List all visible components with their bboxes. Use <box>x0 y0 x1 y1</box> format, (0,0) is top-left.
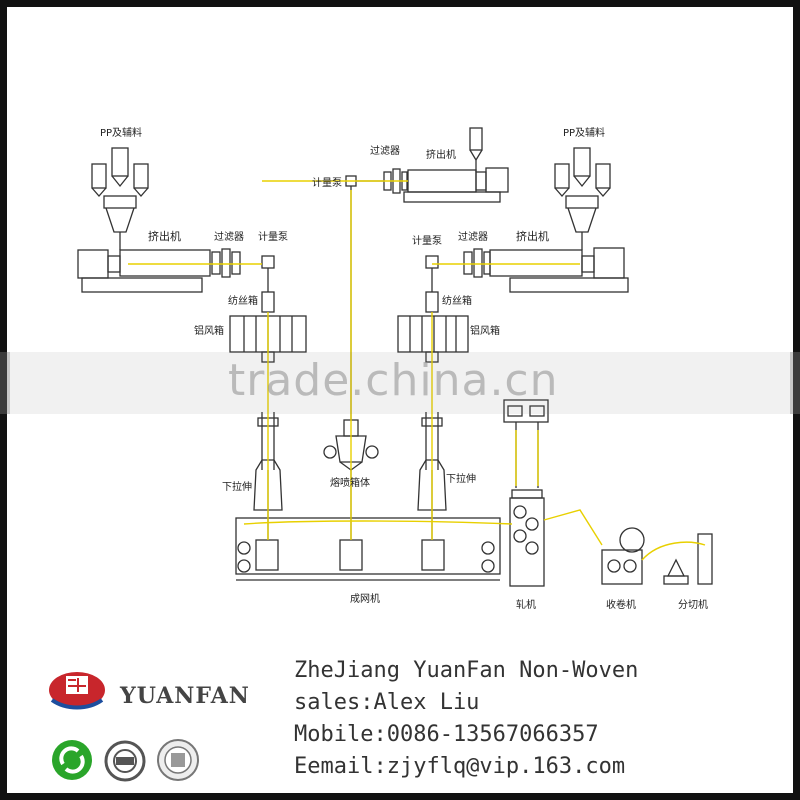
right-pump <box>425 255 439 292</box>
left-spin-beam <box>261 291 275 313</box>
material-path <box>128 180 706 561</box>
right-quench-box <box>397 315 469 363</box>
calender <box>503 399 549 587</box>
label-calender: 轧机 <box>516 598 536 611</box>
label-filter-left: 过滤器 <box>214 230 244 243</box>
label-filter-top: 过滤器 <box>370 144 400 157</box>
left-pump <box>261 255 275 292</box>
process-diagram: PP及辅料 挤出机 过滤器 计量泵 纺丝箱 铝风箱 下拉伸 过滤器 挤出机 计量… <box>77 126 713 611</box>
label-meltblown: 熔喷箱体 <box>330 476 370 489</box>
label-pp-right: PP及辅料 <box>563 126 605 139</box>
slitter <box>663 533 713 585</box>
yuanfan-logo-icon <box>49 672 105 710</box>
winder <box>601 527 645 585</box>
label-quench-left: 铝风箱 <box>194 324 224 337</box>
quality-seal-icon <box>157 739 199 781</box>
label-spin-left: 纺丝箱 <box>228 294 258 307</box>
mobile-number: Mobile:0086-13567066357 <box>294 722 599 747</box>
label-draw-left: 下拉伸 <box>222 480 252 493</box>
label-web-former: 成网机 <box>350 592 380 605</box>
label-pump-left: 计量泵 <box>258 230 288 243</box>
label-extruder-left: 挤出机 <box>148 229 181 243</box>
label-pump-right: 计量泵 <box>412 234 442 247</box>
left-extruder <box>77 249 211 293</box>
right-spin-beam <box>425 291 439 313</box>
watermark-edge-left <box>0 352 10 414</box>
label-extruder-right: 挤出机 <box>516 229 549 243</box>
recycle-icon <box>52 740 92 780</box>
watermark-band <box>0 352 800 414</box>
right-filter <box>463 248 491 278</box>
label-winder: 收卷机 <box>606 598 636 611</box>
label-filter-right: 过滤器 <box>458 230 488 243</box>
top-extruder <box>403 167 509 203</box>
top-hopper <box>469 127 483 172</box>
watermark-text: trade.china.cn <box>228 355 559 406</box>
label-spin-right: 纺丝箱 <box>442 294 472 307</box>
email-address: Eemail:zjyflq@vip.163.com <box>294 754 626 779</box>
label-quench-right: 铝风箱 <box>470 324 500 337</box>
iso-certification-icon <box>104 740 146 782</box>
label-slitter: 分切机 <box>678 598 708 611</box>
brand-name: YUANFAN <box>120 683 250 709</box>
label-extruder-top: 挤出机 <box>426 148 456 161</box>
watermark-edge-right <box>790 352 800 414</box>
label-pump-top: 计量泵 <box>312 176 342 189</box>
right-hopper <box>554 147 611 250</box>
sales-contact: sales:Alex Liu <box>294 690 480 715</box>
web-former <box>235 517 501 581</box>
left-filter <box>211 248 241 278</box>
label-pp-left: PP及辅料 <box>100 126 142 139</box>
left-hopper <box>91 147 149 250</box>
right-extruder <box>489 247 629 293</box>
company-name: ZheJiang YuanFan Non-Woven <box>294 658 639 683</box>
label-draw-right: 下拉伸 <box>446 472 476 485</box>
